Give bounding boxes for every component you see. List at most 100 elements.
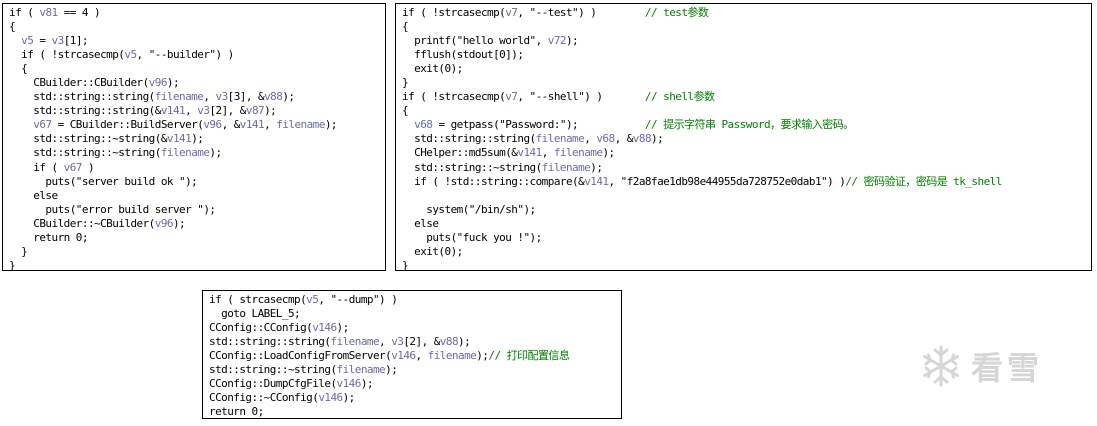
comment-token: // shell参数: [644, 90, 715, 104]
code-token: );: [651, 132, 664, 146]
variable-token: v3: [51, 34, 65, 48]
variable-token: v146: [312, 321, 337, 335]
code-token: , "--test") ): [517, 6, 645, 19]
code-token: CConfig::CConfig(: [209, 321, 313, 335]
code-line: if ( v67 ): [9, 161, 385, 175]
code-line: return 0;: [9, 231, 385, 245]
code-line: if ( !strcasecmp(v5, "--builder") ): [9, 48, 385, 62]
code-token: std::string::~string(: [209, 363, 337, 377]
variable-token: v5: [306, 293, 319, 306]
variable-token: v7: [505, 6, 518, 19]
comment-token: // test参数: [644, 6, 709, 19]
code-line: std::string::~string(filename);: [402, 161, 1091, 175]
code-line: std::string::~string(filename);: [9, 146, 385, 160]
variable-token: filename: [427, 349, 477, 363]
variable-token: filename: [276, 118, 325, 132]
code-token: ,: [203, 90, 216, 104]
variable-token: v81: [39, 6, 58, 19]
variable-token: filename: [336, 363, 386, 377]
code-token: [9, 34, 21, 47]
code-line: }: [402, 76, 1091, 90]
code-token: );: [264, 104, 277, 118]
code-token: , &: [614, 132, 634, 146]
code-line: else: [9, 189, 385, 203]
variable-token: v87: [245, 104, 265, 118]
code-line: CConfig::DumpCfgFile(v146);: [209, 377, 621, 391]
code-token: );: [166, 76, 180, 90]
code-token: {: [402, 104, 409, 118]
code-line: CBuilder::~CBuilder(v96);: [9, 217, 385, 231]
code-line: }: [9, 245, 385, 259]
code-token: else: [402, 216, 439, 230]
code-token: );: [172, 216, 186, 230]
variable-token: v141: [517, 146, 542, 160]
variable-token: filename: [535, 132, 585, 146]
code-token: CBuilder::~CBuilder(: [9, 216, 155, 230]
variable-token: filename: [330, 335, 380, 349]
code-token: ,: [185, 104, 198, 118]
variable-token: v141: [160, 104, 186, 118]
code-token: std::string::string(: [209, 335, 331, 349]
code-line: std::string::string(filename, v3[2], &v8…: [209, 335, 621, 349]
code-token: puts("error build server ");: [9, 202, 216, 216]
variable-token: v67: [33, 118, 52, 132]
code-line: v68 = getpass("Password:"); // 提示字符串 Pas…: [402, 118, 1091, 132]
code-token: return 0;: [209, 405, 264, 419]
variable-token: v141: [166, 132, 192, 146]
code-line: {: [9, 62, 385, 76]
code-line: else: [402, 217, 1091, 231]
variable-token: v88: [264, 90, 283, 104]
code-token: ,: [541, 146, 554, 160]
kanxue-watermark: 看雪: [919, 344, 1079, 388]
dump-code-panel: if ( strcasecmp(v5, "--dump") ) goto LAB…: [202, 290, 622, 419]
comment-token: // 打印配置信息: [488, 349, 570, 363]
code-line: goto LABEL_5;: [209, 307, 621, 321]
code-token: goto LABEL_5;: [209, 307, 301, 321]
code-token: );: [336, 321, 350, 335]
code-token: , "--dump") ): [318, 293, 398, 306]
code-token: =: [33, 34, 52, 48]
code-token: CHelper::md5sum(&: [402, 146, 518, 160]
code-token: if ( !strcasecmp(: [402, 6, 506, 19]
code-line: if ( !strcasecmp(v7, "--test") ) // test…: [402, 6, 1091, 20]
code-token: ,: [379, 335, 392, 349]
variable-token: v67: [63, 160, 83, 174]
code-token: if ( !strcasecmp(: [9, 48, 125, 62]
code-line: std::string::string(filename, v3[3], &v8…: [9, 90, 385, 104]
variable-token: v68: [596, 132, 615, 146]
code-token: );: [590, 160, 603, 174]
code-line: return 0;: [209, 405, 621, 419]
code-token: std::string::~string(&: [9, 132, 167, 146]
code-line: v67 = CBuilder::BuildServer(v96, &v141, …: [9, 118, 385, 132]
code-line: v5 = v3[1];: [9, 34, 385, 48]
code-token: [2], &: [209, 104, 246, 118]
variable-token: filename: [541, 160, 591, 174]
code-line: CHelper::md5sum(&v141, filename);: [402, 146, 1091, 160]
builder-code-panel: if ( v81 == 4 ) { v5 = v3[1]; if ( !strca…: [2, 3, 386, 271]
code-token: return 0;: [9, 230, 88, 244]
comment-token: // 提示字符串 Password，要求输入密码。: [644, 118, 854, 132]
code-token: == 4 ): [57, 6, 101, 19]
code-line: if ( strcasecmp(v5, "--dump") ): [209, 293, 621, 307]
code-token: CBuilder::CBuilder(: [9, 76, 149, 90]
code-token: }: [9, 258, 16, 271]
code-token: fflush(stdout[0]);: [402, 48, 524, 62]
code-line: std::string::~string(filename);: [209, 363, 621, 377]
code-token: if (: [9, 6, 40, 19]
code-token: std::string::~string(: [402, 160, 542, 174]
code-token: ,: [415, 349, 428, 363]
code-token: , "f2a8fae1db98e44955da728752e0dab1") ): [608, 174, 846, 188]
code-token: {: [402, 20, 409, 34]
variable-token: v96: [203, 118, 222, 132]
code-line: printf("hello world", v72);: [402, 34, 1091, 48]
variable-token: v7: [505, 90, 518, 104]
variable-token: v5: [124, 48, 137, 62]
variable-token: filename: [160, 146, 210, 160]
code-line: std::string::string(&v141, v3[2], &v87);: [9, 104, 385, 118]
code-token: CConfig::LoadConfigFromServer(: [209, 349, 392, 363]
code-token: );: [385, 363, 398, 377]
variable-token: filename: [553, 146, 603, 160]
code-token: = CBuilder::BuildServer(: [51, 118, 204, 132]
code-token: if ( !strcasecmp(: [402, 90, 506, 104]
